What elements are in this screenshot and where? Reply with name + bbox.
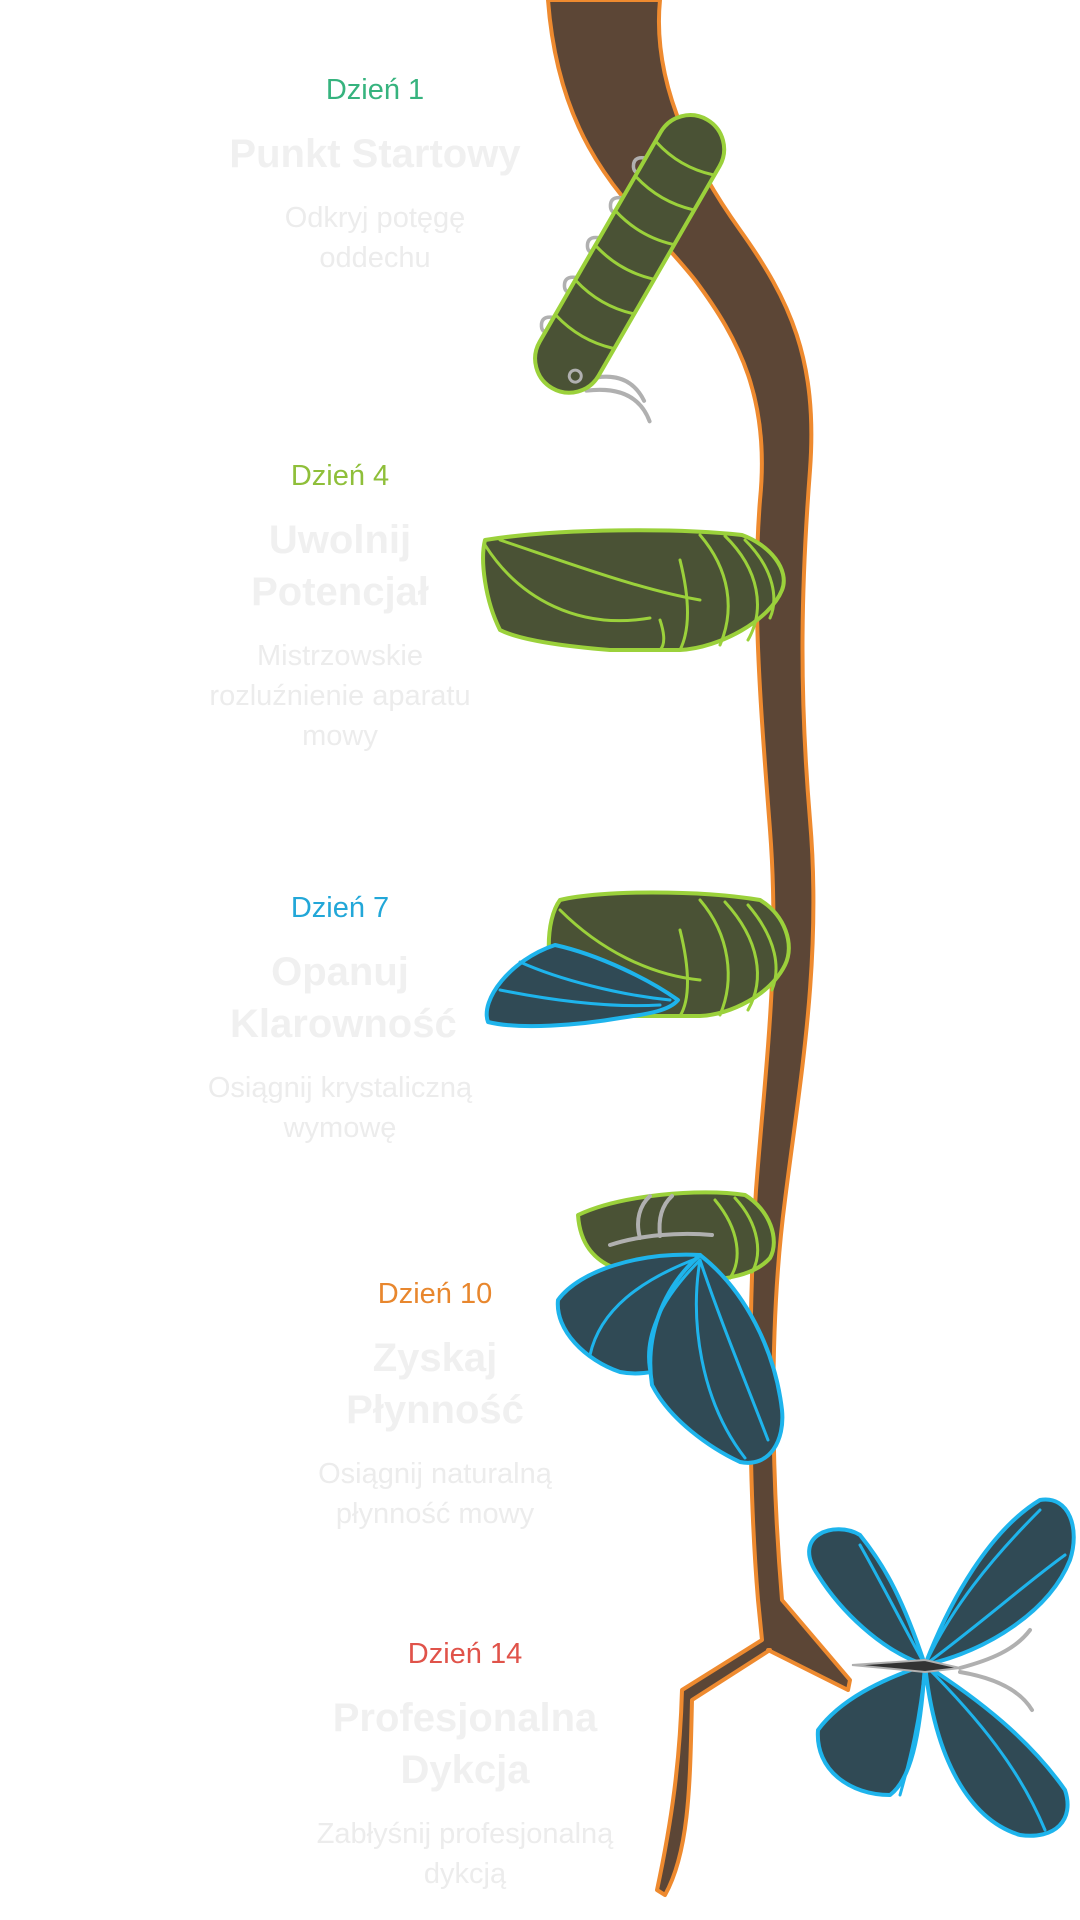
cocoon-icon (481, 528, 786, 652)
stage-3: Dzień 7 Opanuj Klarowność Osiągnij kryst… (170, 890, 510, 1148)
branch-shape (546, 0, 852, 1897)
stage-day-label: Dzień 7 (290, 892, 390, 924)
stage-title: Opanuj Klarowność (230, 950, 457, 1046)
stage-4: Dzień 10 Zyskaj Płynność Osiągnij natura… (270, 1276, 600, 1534)
stage-description: Zabłyśnij profesjonalną dykcją (316, 1818, 614, 1890)
butterfly-icon (807, 1497, 1076, 1838)
stage-description: Osiągnij krystaliczną wymowę (207, 1072, 473, 1144)
caterpillar-icon (533, 113, 727, 424)
butterfly-emerging-icon (555, 1190, 785, 1465)
stage-day-label: Dzień 14 (407, 1638, 523, 1670)
stage-title: Uwolnij Potencjał (251, 518, 429, 614)
stage-day-label: Dzień 4 (290, 460, 390, 492)
stage-description: Odkryj potęgę oddechu (284, 202, 466, 274)
stage-title: Punkt Startowy (229, 132, 521, 176)
stage-day-label: Dzień 10 (377, 1278, 493, 1310)
cocoon-emerging-icon (484, 890, 791, 1029)
branch (546, 0, 852, 1897)
stage-title: Profesjonalna Dykcja (332, 1696, 598, 1792)
stage-1: Dzień 1 Punkt Startowy Odkryj potęgę odd… (200, 72, 550, 278)
stage-day-label: Dzień 1 (325, 74, 425, 106)
stage-description: Osiągnij naturalną płynność mowy (318, 1458, 552, 1530)
stage-title: Zyskaj Płynność (346, 1336, 524, 1432)
stage-2: Dzień 4 Uwolnij Potencjał Mistrzowskie r… (170, 458, 510, 756)
stage-5: Dzień 14 Profesjonalna Dykcja Zabłyśnij … (290, 1636, 640, 1894)
stage-description: Mistrzowskie rozluźnienie aparatu mowy (209, 640, 471, 752)
